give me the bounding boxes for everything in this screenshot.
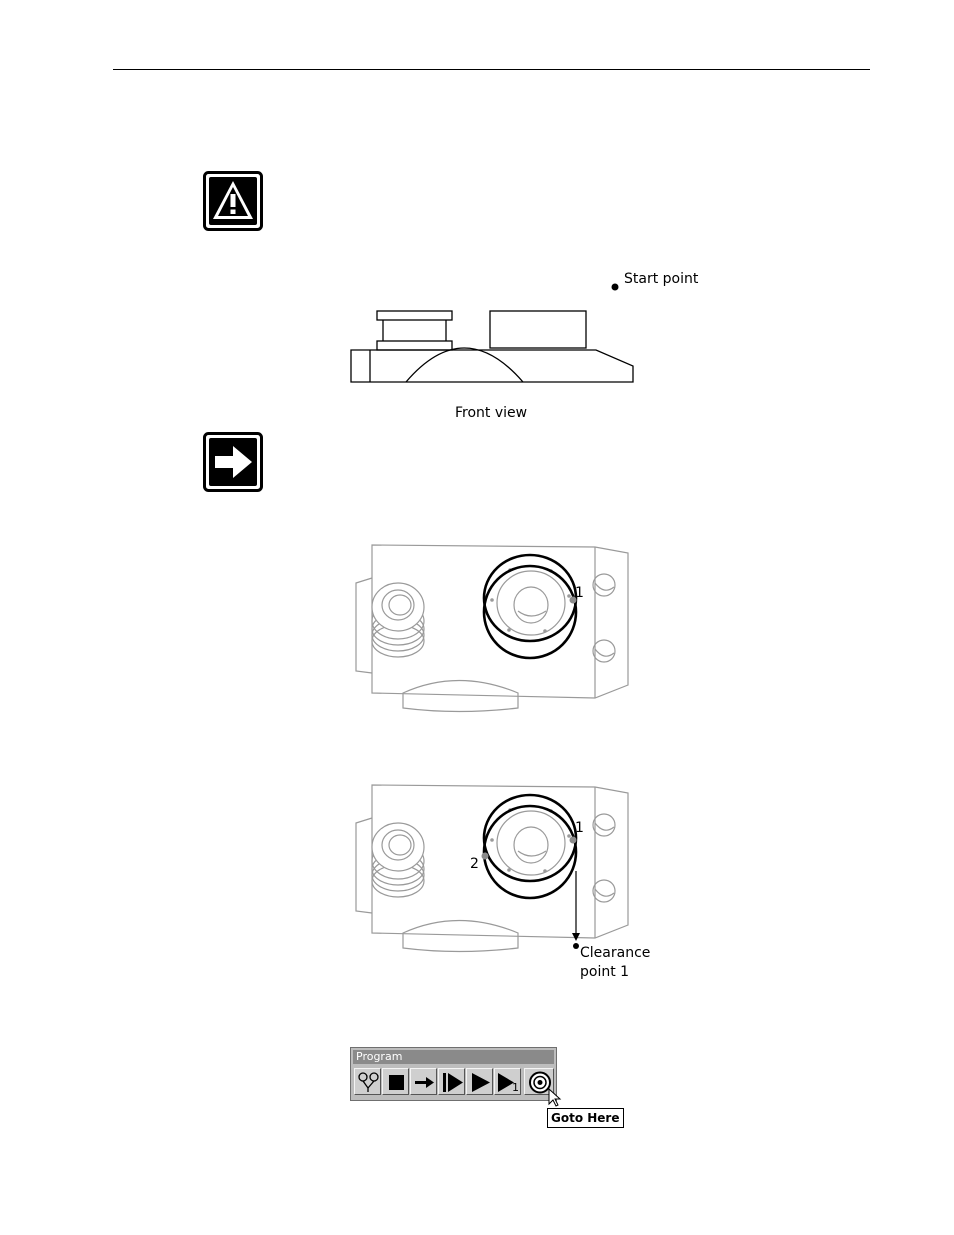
branch-button[interactable] [354, 1068, 381, 1095]
run-single-badge: 1 [512, 1081, 519, 1094]
header-rule [113, 69, 870, 70]
stop-button[interactable] [382, 1068, 409, 1095]
point-2-label: 2 [470, 856, 479, 872]
front-view-caption: Front view [455, 405, 528, 421]
mouse-cursor-icon [548, 1087, 562, 1107]
point-1-label: 1 [575, 585, 584, 601]
goto-here-icon [529, 1071, 551, 1094]
toolbar-title: Program [353, 1050, 554, 1064]
goto-here-button[interactable] [524, 1068, 554, 1095]
note-arrow-icon [203, 432, 263, 492]
start-point-marker [611, 283, 619, 291]
front-view-drawing [350, 310, 634, 383]
run-single-button[interactable]: 1 [494, 1068, 521, 1095]
play-button[interactable] [466, 1068, 493, 1095]
step-button[interactable] [410, 1068, 437, 1095]
warning-icon [203, 171, 263, 231]
stop-icon [389, 1075, 404, 1090]
point-1-label: 1 [575, 820, 584, 836]
program-toolbar: Program 1 [350, 1047, 557, 1101]
run-single-icon [498, 1073, 514, 1092]
run-from-start-icon [443, 1073, 463, 1092]
start-point-label: Start point [624, 271, 699, 287]
play-icon [472, 1073, 490, 1092]
goto-here-tooltip: Goto Here [547, 1108, 624, 1128]
part-drawing-1 [355, 544, 629, 713]
step-arrow-icon [415, 1077, 434, 1088]
clearance-label-line2: point 1 [580, 964, 630, 980]
clearance-label-line1: Clearance [580, 945, 651, 961]
branch-icon [358, 1072, 379, 1092]
run-from-start-button[interactable] [438, 1068, 465, 1095]
part-drawing-2 [355, 784, 629, 953]
